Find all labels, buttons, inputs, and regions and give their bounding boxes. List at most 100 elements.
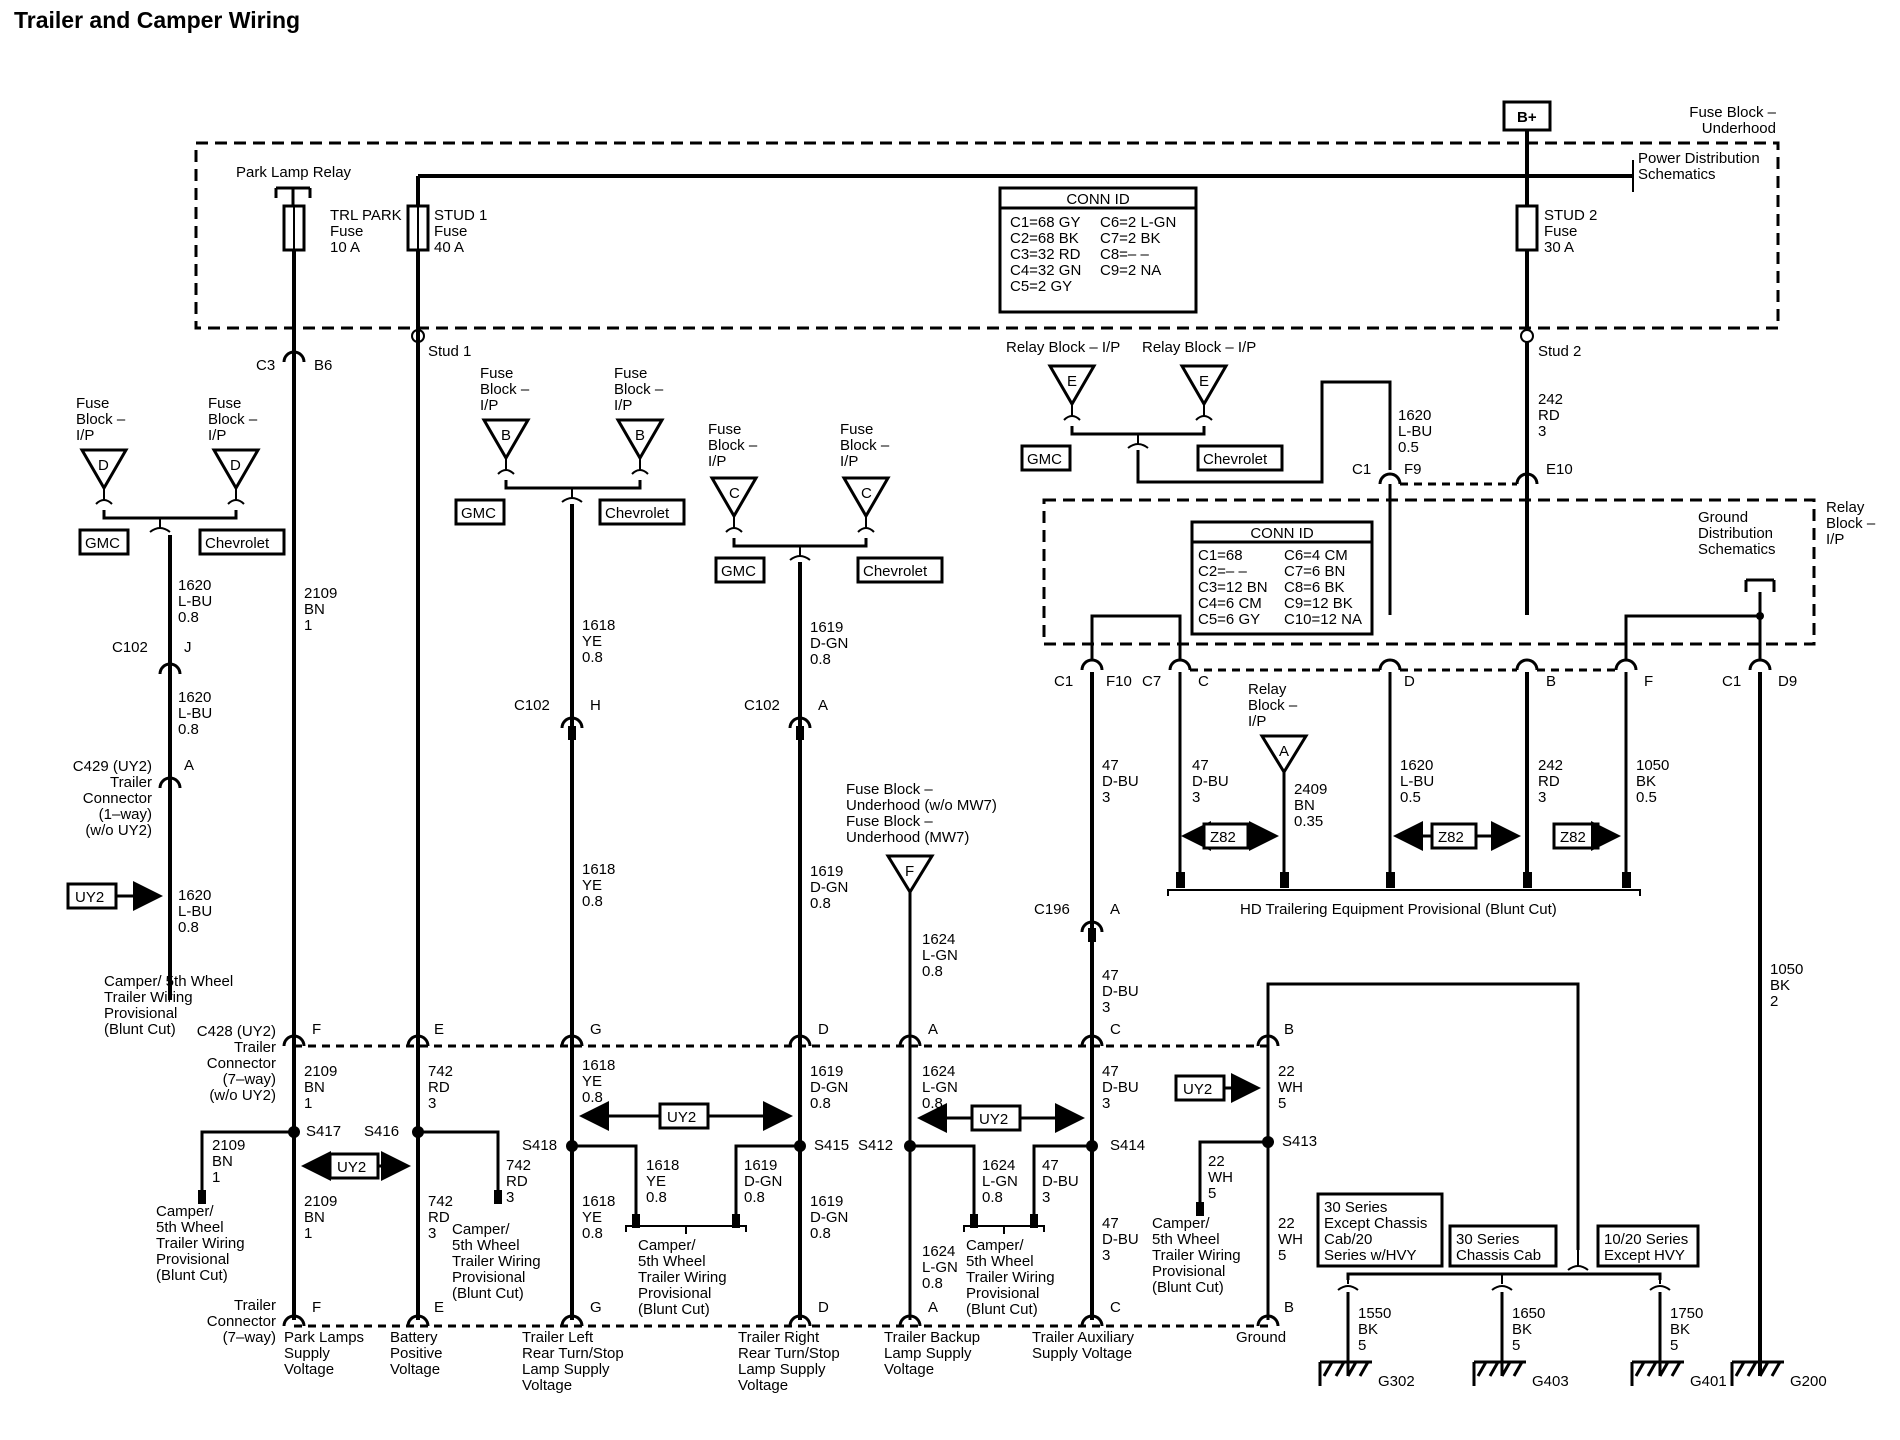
pin-e10-label: E10 bbox=[1546, 461, 1573, 478]
z82-box-2 bbox=[1430, 822, 1478, 850]
pin-a-label-c196: A bbox=[1110, 901, 1120, 918]
series30-box bbox=[1316, 1192, 1444, 1268]
pin-d-label-top: D bbox=[818, 1021, 829, 1038]
battery-positive-label: B+ bbox=[1517, 109, 1537, 126]
relay-d-letter-2: D bbox=[230, 457, 241, 474]
pin-c-label-top: C bbox=[1110, 1021, 1121, 1038]
ground-g401-label: G401 bbox=[1690, 1373, 1727, 1390]
fuse-underhood-f-label: Fuse Block –Underhood (w/o MW7)Fuse Bloc… bbox=[846, 781, 997, 846]
pin-e-label-top: E bbox=[434, 1021, 444, 1038]
relay-c1-label-top: C1 bbox=[1352, 461, 1371, 478]
splice-s418: S418 bbox=[522, 1137, 557, 1154]
splice-s413: S413 bbox=[1282, 1133, 1317, 1150]
chevrolet-box-3 bbox=[856, 556, 944, 584]
pin-b-label-bottom: B bbox=[1284, 1299, 1294, 1316]
stud1-label: Stud 1 bbox=[428, 343, 471, 360]
series1020-box bbox=[1596, 1224, 1700, 1268]
gmc-label-4: GMC bbox=[1027, 451, 1062, 468]
pin-c-label-relay: C bbox=[1198, 673, 1209, 690]
relay-a-letter: A bbox=[1279, 743, 1289, 760]
z82-label-3: Z82 bbox=[1560, 829, 1586, 846]
series30-cab-box bbox=[1448, 1224, 1558, 1268]
connector-c102-label-1: C102 bbox=[112, 639, 148, 656]
relay-b-letter-2: B bbox=[635, 427, 645, 444]
chevrolet-label-3: Chevrolet bbox=[863, 563, 928, 580]
ground-g403-label: G403 bbox=[1532, 1373, 1569, 1390]
uy2-arrows: UY2 UY2 UY2 UY2 bbox=[301, 1073, 1261, 1181]
pin-f9-label: F9 bbox=[1404, 461, 1422, 478]
chevrolet-box-4 bbox=[1196, 444, 1284, 472]
relay-e-letter-2: E bbox=[1199, 373, 1209, 390]
relay-b-letter-1: B bbox=[501, 427, 511, 444]
pin-b-label-relay: B bbox=[1546, 673, 1556, 690]
pin-g-label-top: G bbox=[590, 1021, 602, 1038]
gmc-box-2 bbox=[454, 498, 506, 526]
stud2-fuse bbox=[1515, 204, 1539, 252]
pin-a-label-bottom: A bbox=[928, 1299, 938, 1316]
connector-c196-label: C196 bbox=[1034, 901, 1070, 918]
pin-f10-label: F10 bbox=[1106, 673, 1132, 690]
uy2-option-box-1 bbox=[66, 882, 118, 910]
gmc-box-1 bbox=[78, 528, 130, 556]
connector-c3-label: C3 bbox=[256, 357, 275, 374]
uy2-option-label-3: UY2 bbox=[979, 1111, 1008, 1128]
ground-g200-label: G200 bbox=[1790, 1373, 1827, 1390]
splice-s417: S417 bbox=[306, 1123, 341, 1140]
pin-g-label-bottom: G bbox=[590, 1299, 602, 1316]
conn-id-title-underhood: CONN ID bbox=[1066, 191, 1130, 208]
stud2-label: Stud 2 bbox=[1538, 343, 1581, 360]
ground-g403 bbox=[1472, 1360, 1526, 1386]
pin-f-label-top: F bbox=[312, 1021, 321, 1038]
park-lamp-relay-label: Park Lamp Relay bbox=[236, 164, 352, 181]
conn-id-title-relay: CONN ID bbox=[1250, 525, 1314, 542]
relay-block-ip-e: Relay Block – I/P Relay Block – I/P E E … bbox=[1006, 339, 1563, 484]
